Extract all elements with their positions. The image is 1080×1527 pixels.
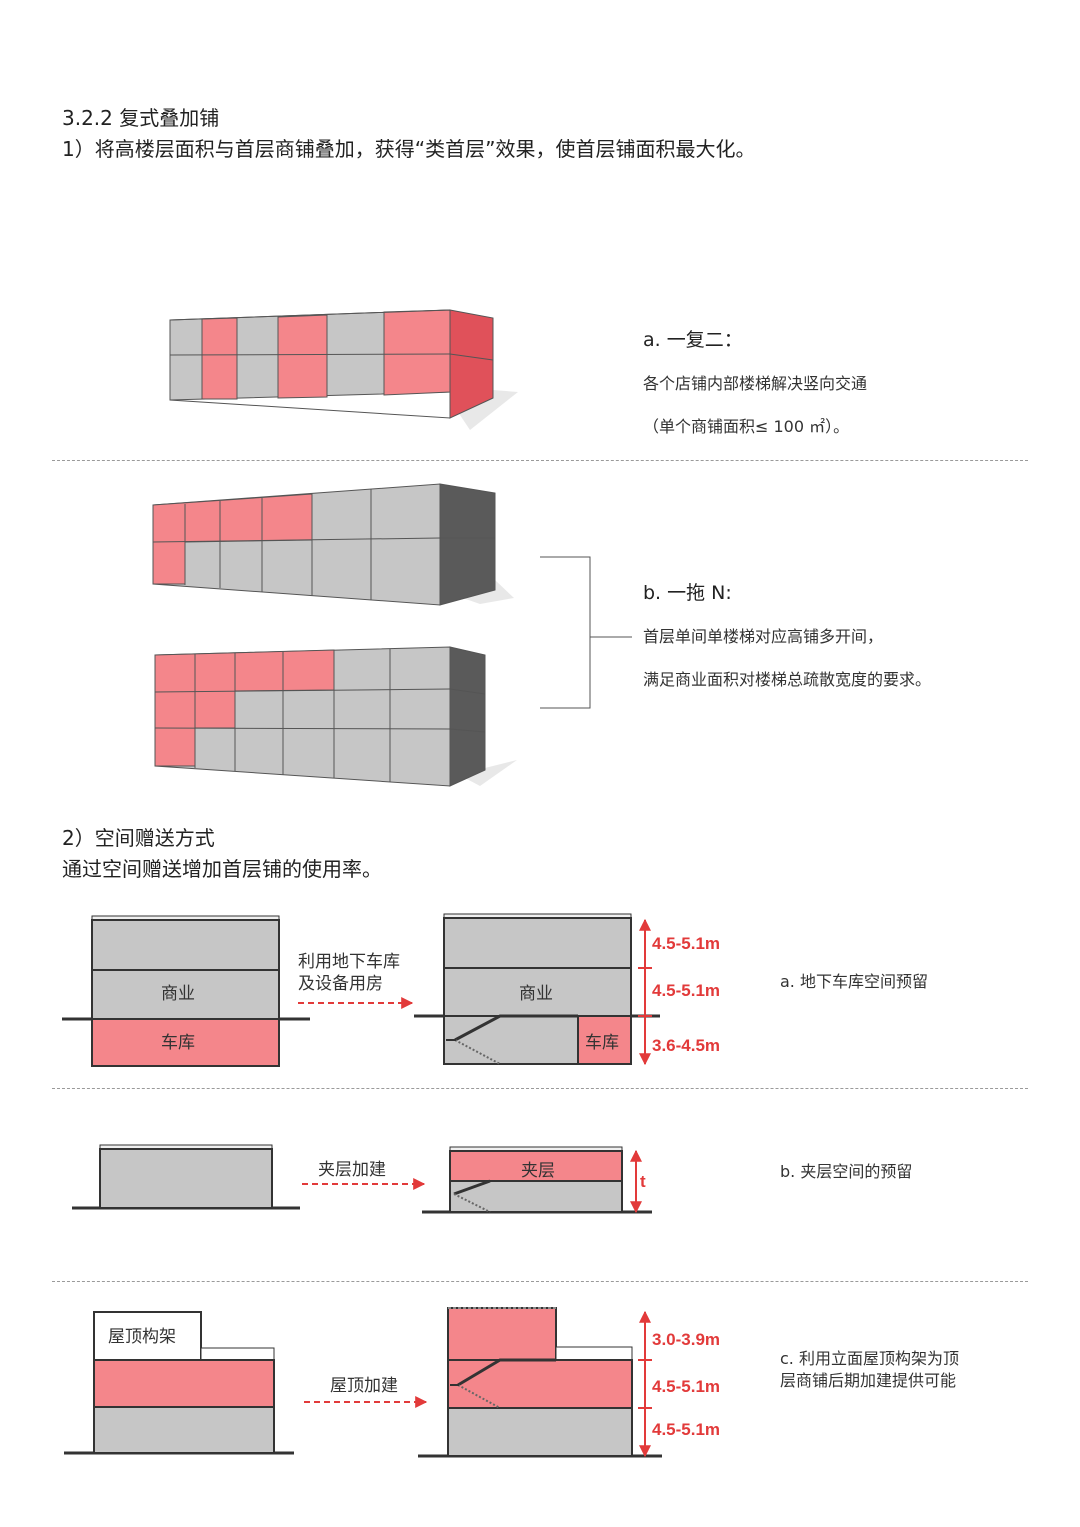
row-a-dim-1: 4.5-5.1m (652, 934, 721, 953)
row-c-dim-2: 4.5-5.1m (652, 1377, 721, 1396)
row-a-right-section (414, 913, 660, 1065)
row-b-right-section (422, 1146, 652, 1214)
row-c-roof-frame-label: 屋顶构架 (108, 1327, 176, 1347)
divider-2 (52, 1088, 1028, 1089)
bracket-b (540, 556, 632, 709)
row-b-mezz-label: 夹层 (521, 1161, 555, 1181)
part-b-line1: 首层单间单楼梯对应高铺多开间， (643, 627, 884, 646)
row-c-left-section (64, 1311, 294, 1455)
block-b2-model (154, 646, 517, 787)
row-c-caption-1: c. 利用立面屋顶构架为顶 (780, 1349, 959, 1368)
row-c-dimensions (638, 1310, 652, 1458)
row-a-caption: a. 地下车库空间预留 (780, 972, 928, 991)
row-c-dim-1: 3.0-3.9m (652, 1330, 721, 1349)
row-a-arrow-label1: 利用地下车库 (298, 952, 400, 972)
row-b-left-section (72, 1144, 300, 1210)
divider-3 (52, 1281, 1028, 1282)
row-a-left-upper-label: 商业 (161, 984, 195, 1004)
row-a-dim-3: 3.6-4.5m (652, 1036, 721, 1055)
row-a-left-section (62, 915, 310, 1067)
section2-title: 2）空间赠送方式 (62, 826, 215, 850)
row-a-dim-2: 4.5-5.1m (652, 981, 721, 1000)
row-a-arrow-label2: 及设备用房 (298, 974, 383, 994)
row-a-left-lower-label: 车库 (161, 1033, 195, 1053)
row-a-right-garage-label: 车库 (585, 1033, 619, 1053)
section-heading: 3.2.2 复式叠加铺 (62, 106, 220, 130)
row-b-dim: t (640, 1172, 646, 1191)
part-a-title: a. 一复二： (643, 329, 743, 351)
row-c-dim-3: 4.5-5.1m (652, 1420, 721, 1439)
part-a-line2: （单个商铺面积≤ 100 ㎡）。 (643, 417, 850, 436)
row-b-caption: b. 夹层空间的预留 (780, 1162, 913, 1181)
row-c-right-section (418, 1307, 662, 1458)
row-b-arrow-label: 夹层加建 (318, 1160, 386, 1180)
part-a-line1: 各个店铺内部楼梯解决竖向交通 (643, 374, 868, 393)
row-c-caption-2: 层商铺后期加建提供可能 (780, 1371, 957, 1390)
section2-desc: 通过空间赠送增加首层铺的使用率。 (62, 857, 382, 881)
block-b1-model (152, 483, 514, 606)
part-b-line2: 满足商业面积对楼梯总疏散宽度的要求。 (643, 670, 932, 689)
block-a-model (169, 309, 518, 430)
part-b-title: b. 一拖 N: (643, 582, 732, 604)
row-a-dimensions (638, 918, 652, 1066)
row-c-arrow-label: 屋顶加建 (330, 1376, 398, 1396)
row-a-right-upper-label: 商业 (519, 984, 553, 1004)
intro-text: 1）将高楼层面积与首层商铺叠加，获得“类首层”效果，使首层铺面积最大化。 (62, 137, 756, 161)
divider-1 (52, 460, 1028, 461)
